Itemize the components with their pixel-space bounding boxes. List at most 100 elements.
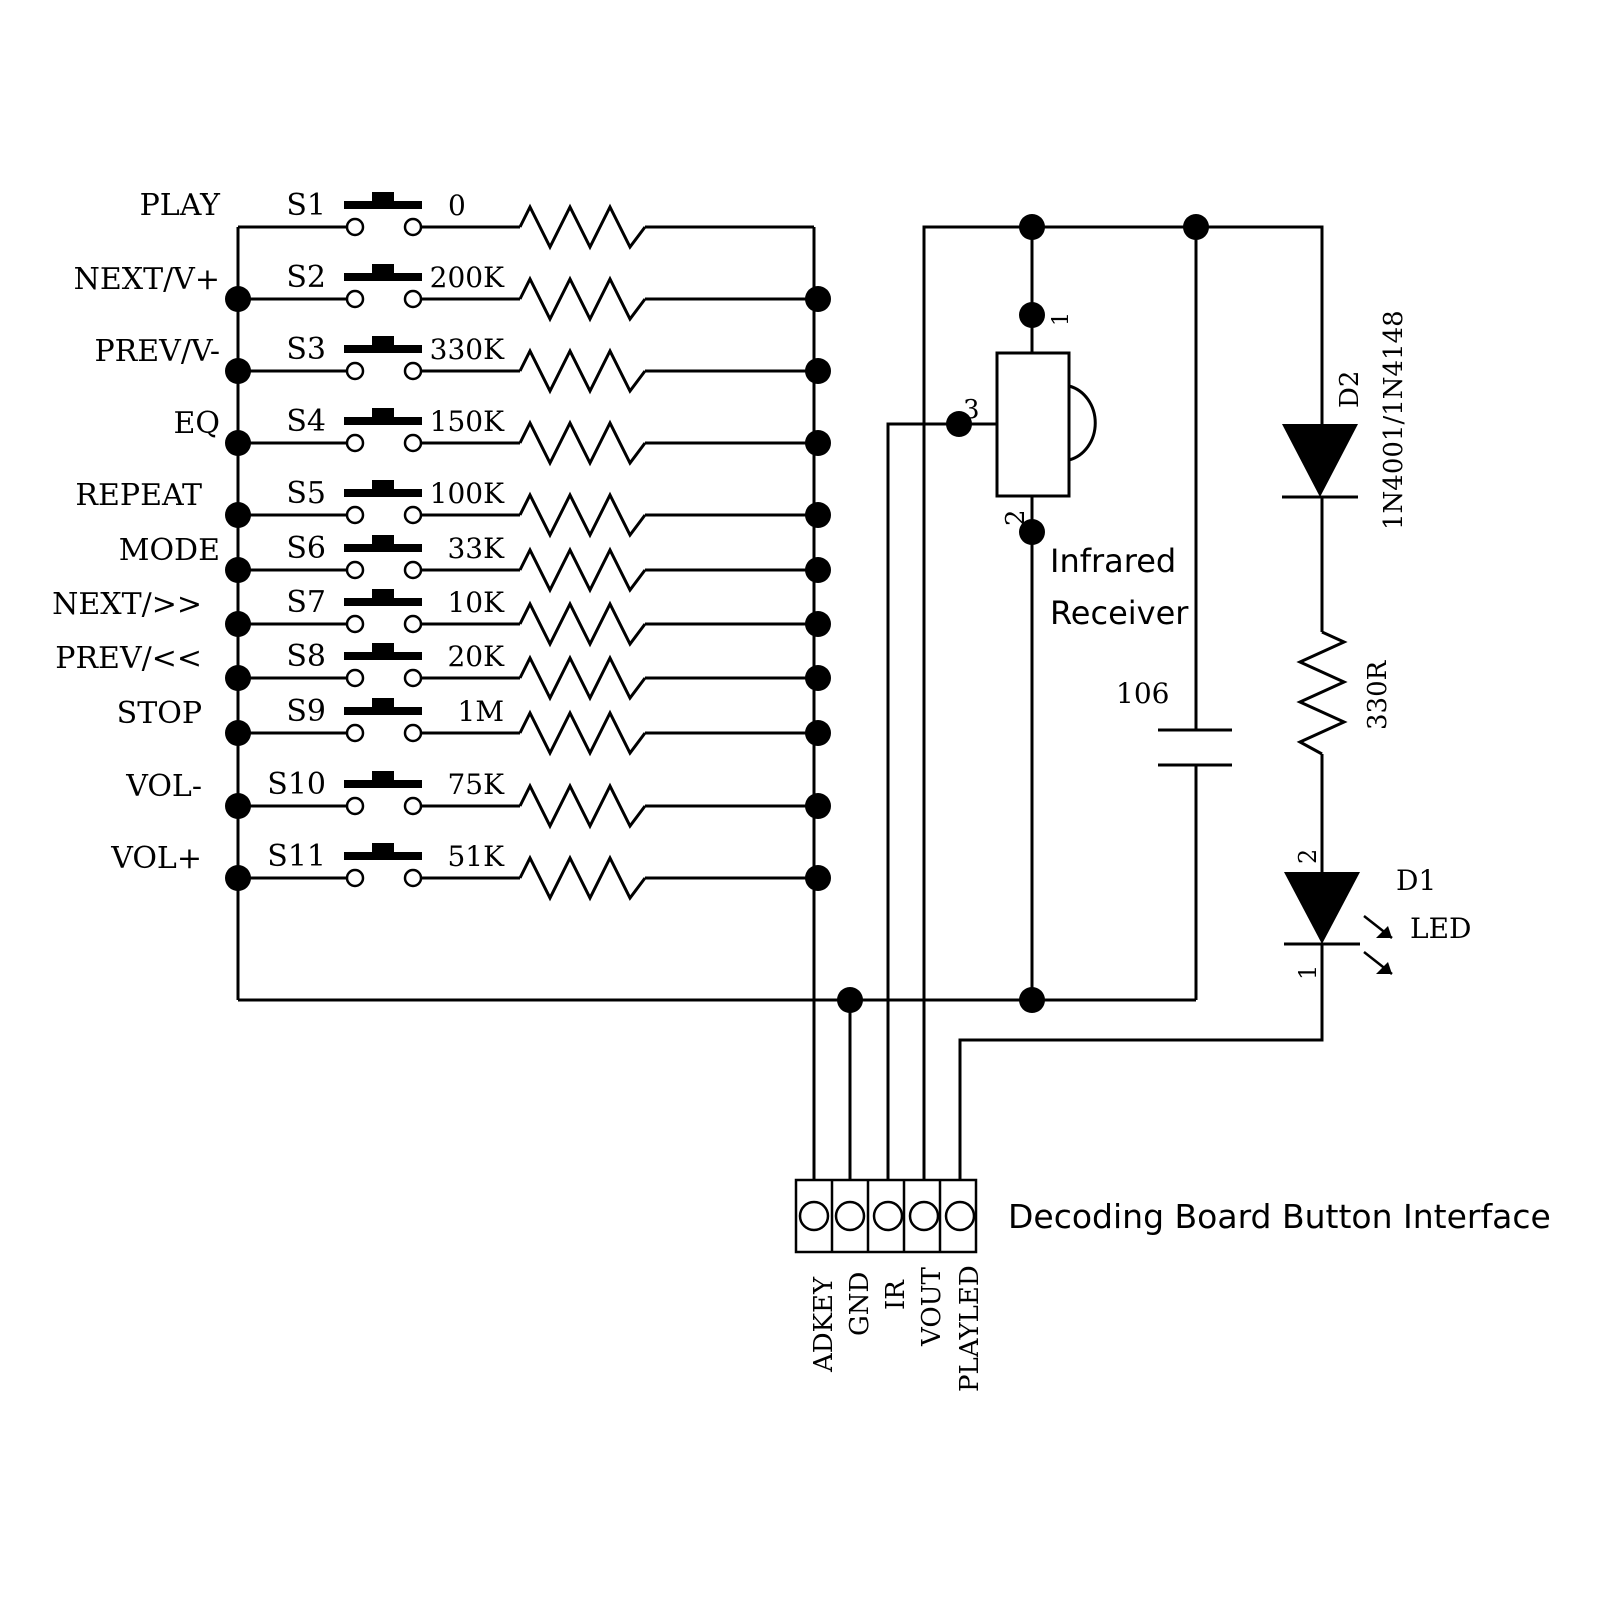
led-d1-ref: D1 bbox=[1396, 864, 1436, 897]
connector-pin-ir bbox=[872, 1200, 904, 1232]
resistor-value: 20K bbox=[447, 640, 505, 673]
switch-bar bbox=[344, 489, 422, 497]
resistor-symbol bbox=[518, 654, 647, 702]
connector-title: Decoding Board Button Interface bbox=[1008, 1197, 1551, 1236]
switch-knob bbox=[372, 408, 394, 418]
switch-contact bbox=[345, 723, 365, 743]
button-label: MODE bbox=[119, 533, 220, 568]
switch-knob bbox=[372, 264, 394, 274]
switch-ref: S6 bbox=[286, 531, 326, 566]
switch-contact bbox=[403, 868, 423, 888]
button-label: VOL- bbox=[125, 769, 202, 804]
junction-dot bbox=[946, 411, 972, 437]
switch-ref: S1 bbox=[286, 188, 326, 223]
switch-contact bbox=[403, 217, 423, 237]
resistor-330r-symbol bbox=[1296, 630, 1348, 756]
resistor-symbol bbox=[518, 600, 647, 648]
ir-receiver-label-2: Receiver bbox=[1050, 594, 1189, 632]
connector-pin-playled bbox=[944, 1200, 976, 1232]
button-label: NEXT/>> bbox=[52, 587, 202, 622]
playled-wire bbox=[958, 944, 1324, 1180]
switch-knob bbox=[372, 535, 394, 545]
resistor-value: 200K bbox=[430, 261, 505, 294]
junction-dot bbox=[1019, 302, 1045, 328]
led-emission-arrowhead bbox=[1376, 926, 1392, 938]
resistor-value: 33K bbox=[447, 532, 505, 565]
resistor-value: 75K bbox=[447, 768, 505, 801]
switch-contact bbox=[345, 560, 365, 580]
switch-knob bbox=[372, 698, 394, 708]
resistor-symbol bbox=[518, 347, 647, 395]
resistor-value: 51K bbox=[447, 840, 505, 873]
switch-bar bbox=[344, 852, 422, 860]
switch-ref: S5 bbox=[286, 476, 326, 511]
switch-knob bbox=[372, 643, 394, 653]
switch-ref: S4 bbox=[286, 404, 326, 439]
led-d1-pin2: 2 bbox=[1294, 849, 1322, 864]
switch-contact bbox=[345, 289, 365, 309]
ir-pin1-label: 1 bbox=[1049, 312, 1074, 326]
button-label: VOL+ bbox=[110, 841, 202, 876]
resistor-330r-label: 330R bbox=[1363, 659, 1393, 730]
switch-contact bbox=[345, 796, 365, 816]
switch-bar bbox=[344, 273, 422, 281]
junction-dot bbox=[805, 557, 831, 583]
switch-ref: S9 bbox=[286, 694, 326, 729]
ir-signal-wire bbox=[886, 422, 997, 1180]
resistor-symbol bbox=[518, 491, 647, 539]
switch-ref: S3 bbox=[286, 332, 326, 367]
button-label: PREV/<< bbox=[55, 641, 202, 676]
button-label: NEXT/V+ bbox=[74, 262, 220, 297]
resistor-symbol bbox=[518, 782, 647, 830]
switch-bar bbox=[344, 417, 422, 425]
ir-pin3-label: 3 bbox=[963, 395, 980, 425]
switch-bar bbox=[344, 780, 422, 788]
switch-knob bbox=[372, 336, 394, 346]
ir-receiver-body bbox=[995, 351, 1071, 498]
junction-dot bbox=[805, 793, 831, 819]
switch-contact bbox=[345, 433, 365, 453]
switch-ref: S7 bbox=[286, 585, 326, 620]
resistor-symbol bbox=[518, 854, 647, 902]
switch-ref: S10 bbox=[267, 767, 326, 802]
switch-bar bbox=[344, 652, 422, 660]
diode-d2-ref: D2 bbox=[1335, 371, 1365, 408]
junction-dot bbox=[805, 286, 831, 312]
junction-dot bbox=[805, 502, 831, 528]
switch-bar bbox=[344, 598, 422, 606]
resistor-value: 100K bbox=[430, 477, 505, 510]
switch-contact bbox=[345, 505, 365, 525]
switch-bar bbox=[344, 201, 422, 209]
resistor-value: 0 bbox=[448, 189, 466, 222]
switch-knob bbox=[372, 480, 394, 490]
junction-dot bbox=[805, 865, 831, 891]
junction-dot bbox=[805, 430, 831, 456]
switch-ref: S8 bbox=[286, 639, 326, 674]
switch-knob bbox=[372, 192, 394, 202]
switch-knob bbox=[372, 771, 394, 781]
resistor-symbol bbox=[518, 275, 647, 323]
switch-contact bbox=[403, 433, 423, 453]
resistor-value: 1M bbox=[458, 695, 504, 728]
switch-ref: S2 bbox=[286, 260, 326, 295]
switch-bar bbox=[344, 345, 422, 353]
button-label: PLAY bbox=[140, 188, 222, 223]
switch-ref: S11 bbox=[267, 839, 326, 874]
resistor-value: 150K bbox=[430, 405, 505, 438]
led-emission-arrowhead bbox=[1376, 962, 1392, 974]
button-label: EQ bbox=[174, 406, 221, 441]
resistor-value: 10K bbox=[447, 586, 505, 619]
switch-contact bbox=[345, 361, 365, 381]
button-label: PREV/V- bbox=[95, 334, 221, 369]
switch-contact bbox=[403, 796, 423, 816]
junction-dot bbox=[805, 358, 831, 384]
switch-bar bbox=[344, 544, 422, 552]
switch-contact bbox=[403, 361, 423, 381]
button-label: REPEAT bbox=[75, 478, 202, 513]
switch-knob bbox=[372, 843, 394, 853]
switch-contact bbox=[403, 289, 423, 309]
connector-pin-label-gnd: GND bbox=[845, 1272, 875, 1336]
switch-bar bbox=[344, 707, 422, 715]
switch-contact bbox=[403, 614, 423, 634]
